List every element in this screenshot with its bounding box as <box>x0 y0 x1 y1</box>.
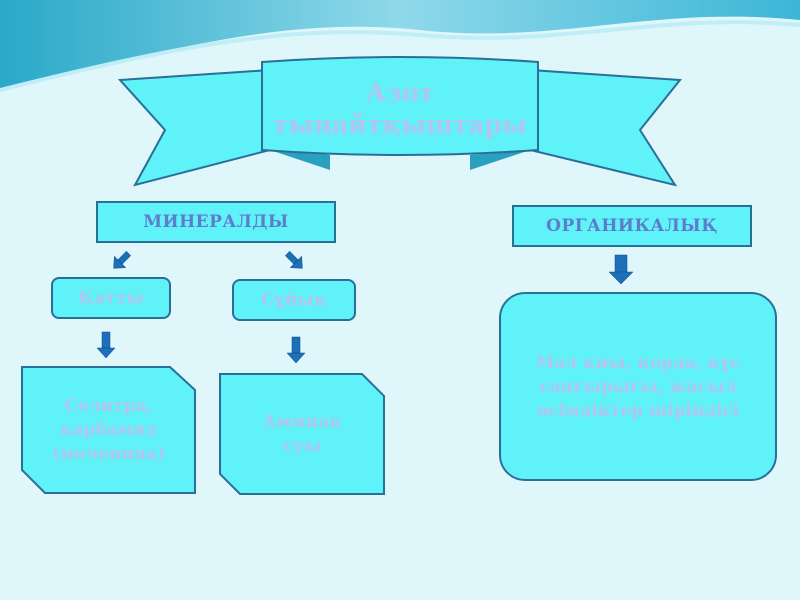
liquid-label: Сұйық <box>261 290 327 310</box>
example-line: Мал қиы, қорда, құс <box>535 352 741 373</box>
top-wave <box>0 0 800 90</box>
solid-example-box <box>21 366 196 494</box>
arrow-down-right-icon <box>285 251 303 269</box>
solid-node: Қатты <box>51 277 171 319</box>
title-line: тыңайтқыштары <box>272 110 528 139</box>
solid-label: Қатты <box>78 288 144 308</box>
solid-example-text: Селитра, карбамид (мочевина) <box>22 367 195 493</box>
arrow-down-left-icon <box>113 251 131 269</box>
example-line: карбамид <box>60 420 157 440</box>
liquid-example-text: Аммиак суы <box>220 374 384 494</box>
example-line: (мочевина) <box>51 444 166 464</box>
organic-header: ОРГАНИКАЛЫҚ <box>512 205 752 247</box>
title-line: Азот <box>365 78 435 107</box>
liquid-node: Сұйық <box>232 279 356 321</box>
example-line: өсімдіктер шіріндісі <box>536 400 740 421</box>
organic-label: ОРГАНИКАЛЫҚ <box>546 216 718 236</box>
title-text: Азот тыңайтқыштары <box>262 68 538 150</box>
example-line: Аммиак <box>262 412 342 432</box>
example-line: суы <box>282 436 322 456</box>
mineral-label: МИНЕРАЛДЫ <box>143 212 289 232</box>
organic-example-box: Мал қиы, қорда, құс саңғырығы, жасыл өсі… <box>499 292 777 481</box>
example-line: Селитра, <box>64 396 153 416</box>
mineral-header: МИНЕРАЛДЫ <box>96 201 336 243</box>
arrow-down-icon <box>96 331 116 359</box>
example-line: саңғырығы, жасыл <box>539 376 737 397</box>
title-banner <box>117 56 682 187</box>
arrow-down-icon <box>286 336 306 364</box>
arrow-down-icon <box>608 254 634 285</box>
liquid-example-box <box>219 373 385 495</box>
